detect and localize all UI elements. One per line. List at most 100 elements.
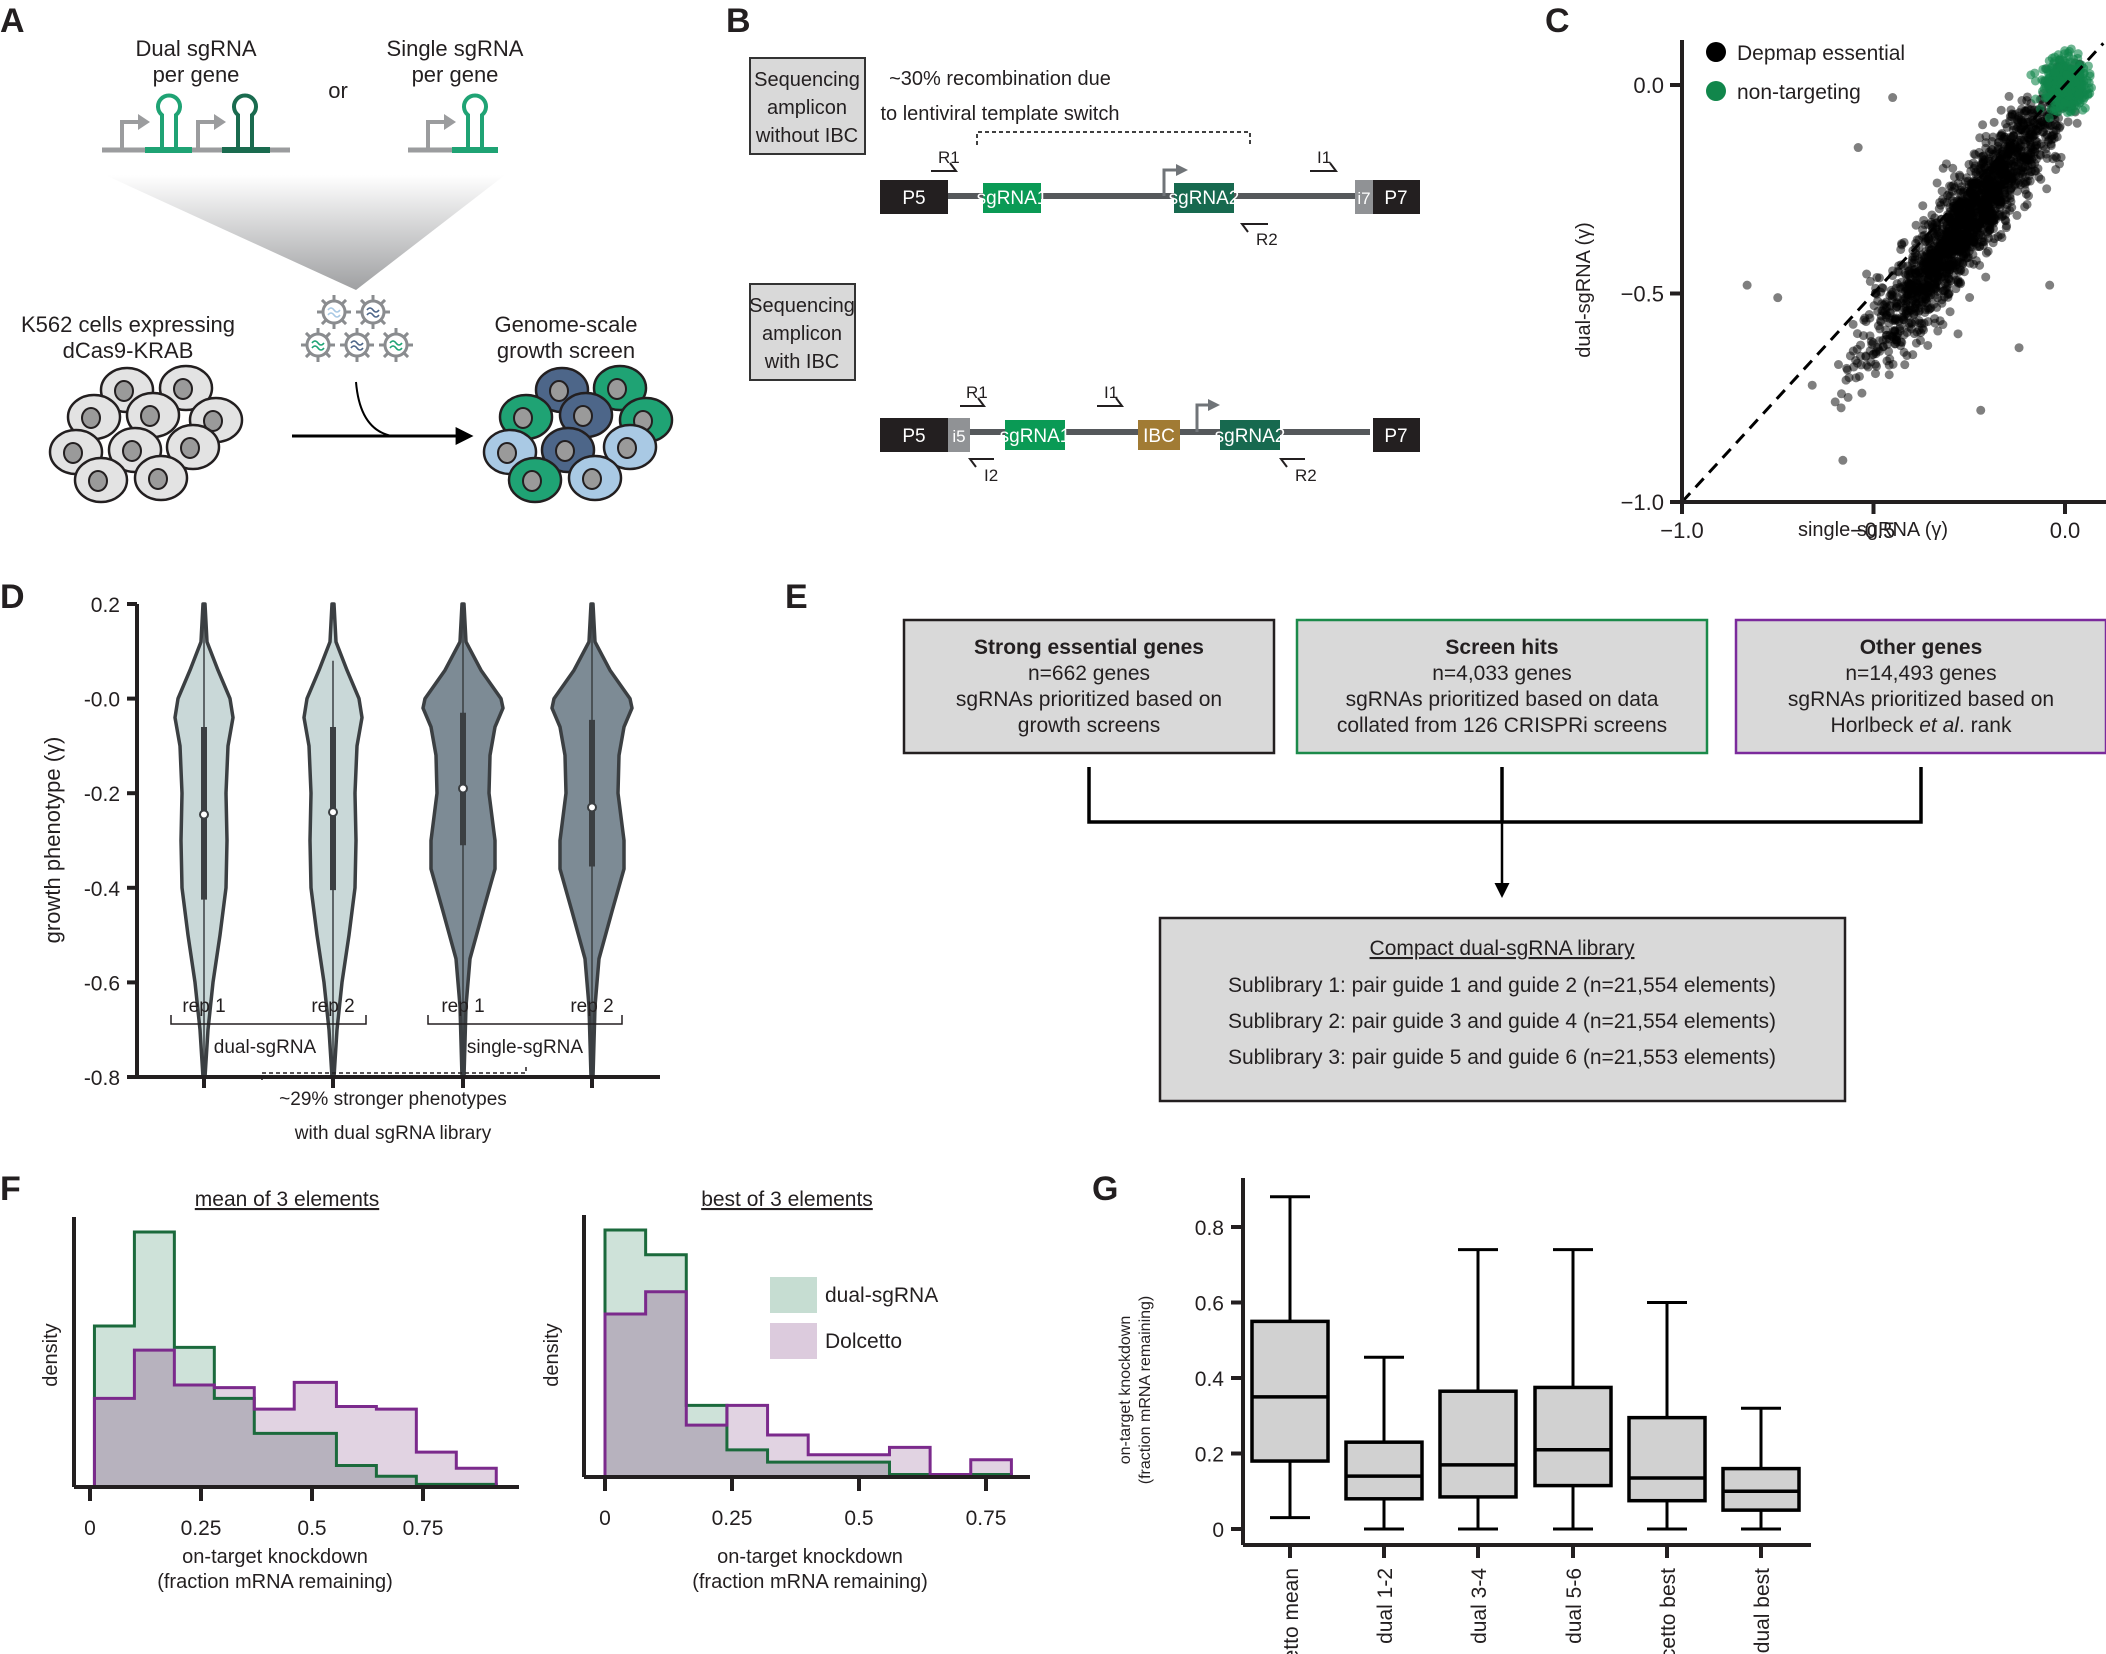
- ibc-block: [1138, 420, 1180, 450]
- single-sgrna-title-line1: Single sgRNA: [387, 36, 524, 61]
- dual-group-bracket: [170, 1015, 367, 1025]
- scatter-point-depmap: [1945, 307, 1955, 317]
- scatter-point-depmap: [2022, 176, 2032, 186]
- histogram-fill-dual: [605, 1230, 1012, 1477]
- scatter-point-depmap: [2012, 210, 2022, 220]
- cell-nucleus: [173, 378, 193, 400]
- lentivirus-icons: [301, 295, 413, 362]
- cell-nucleus: [63, 442, 83, 464]
- scatter-point-depmap: [1888, 326, 1898, 336]
- scatter-point-depmap: [1925, 263, 1935, 273]
- scatter-point-depmap: [1884, 370, 1894, 380]
- scatter-point-depmap: [1960, 194, 1970, 204]
- scatter-point-depmap: [1942, 251, 1952, 261]
- x-tick-label: −0.5: [1852, 518, 1895, 543]
- single-sgrna-construct-icon: [408, 93, 498, 153]
- histogram-outline-dolcetto: [92, 1348, 498, 1487]
- scatter-point-depmap: [1885, 301, 1895, 311]
- scatter-point-depmap: [1937, 234, 1947, 244]
- screened-cells-icon: [482, 364, 674, 504]
- scatter-point-depmap: [2056, 152, 2066, 162]
- scatter-point-depmap: [1876, 317, 1886, 327]
- violin-median-marker: [458, 783, 468, 794]
- r2-primer-label: R2: [1256, 230, 1278, 249]
- scatter-point-depmap: [1942, 282, 1952, 292]
- sgrna2-label: sgRNA2: [1169, 188, 1240, 209]
- i1-primer-icon: [1310, 162, 1338, 172]
- x-tick-label: rep 1: [182, 996, 225, 1017]
- scatter-point-depmap: [1961, 245, 1971, 255]
- y-tick-label: -0.2: [84, 783, 120, 806]
- scatter-point-depmap: [1978, 120, 1988, 130]
- scatter-point-non-targeting: [2044, 113, 2054, 123]
- scatter-point-depmap: [1869, 301, 1879, 311]
- scatter-point-depmap: [1773, 293, 1783, 303]
- y-tick-label: −1.0: [1621, 490, 1664, 515]
- scatter-point-depmap: [1955, 170, 1965, 180]
- i7-label: i7: [1357, 189, 1370, 208]
- i2-primer-icon: [968, 458, 994, 468]
- legend-swatch-dual: [770, 1277, 817, 1313]
- cell-nucleus: [582, 468, 602, 490]
- scatter-point-depmap: [1966, 199, 1976, 209]
- p5-adapter: [880, 418, 948, 452]
- y-tick-label: −0.5: [1621, 282, 1664, 307]
- r2-primer-icon: [1240, 223, 1268, 233]
- p7-label: P7: [1384, 188, 1407, 209]
- sublibrary-3: Sublibrary 3: pair guide 5 and guide 6 (…: [1228, 1046, 1776, 1069]
- y-axis-label-line1: on-target knockdown: [1117, 1316, 1134, 1465]
- scatter-point-depmap: [1993, 175, 2003, 185]
- scatter-point-depmap: [1853, 143, 1863, 153]
- scatter-point-depmap: [1933, 326, 1943, 336]
- citation-et-al: et al: [1919, 714, 1960, 737]
- citation-author: Horlbeck: [1831, 714, 1920, 737]
- panel-label-d: D: [0, 578, 25, 616]
- r1-primer-label: R1: [966, 383, 988, 402]
- scatter-point-depmap: [1932, 178, 1942, 188]
- violin-median-marker: [328, 807, 338, 818]
- or-text: or: [328, 78, 348, 103]
- amplicon2-label-line1: Sequencing: [749, 295, 855, 317]
- amplicon2-label-line3: with IBC: [764, 351, 839, 373]
- x-tick-label: dual 5-6: [1563, 1568, 1586, 1644]
- scatter-point-depmap: [1844, 373, 1854, 383]
- cell-nucleus: [555, 440, 575, 462]
- virus-capsid: [383, 332, 409, 358]
- x-tick-label: 0.25: [181, 1517, 222, 1540]
- cells-label-line2: dCas9-KRAB: [63, 338, 194, 363]
- cell-nucleus: [180, 437, 200, 459]
- scatter-point-depmap: [2007, 203, 2017, 213]
- scatter-point-depmap: [2016, 146, 2026, 156]
- scatter-point-depmap: [2038, 127, 2048, 137]
- histogram-mean-ylabel: density: [40, 1323, 62, 1386]
- scatter-legend: Depmap essential non-targeting: [1706, 42, 1905, 104]
- virus-capsid: [360, 299, 386, 325]
- r2-primer-icon: [1279, 458, 1305, 468]
- category-title: Screen hits: [1445, 636, 1558, 659]
- histogram-mean-xlabel-line2: (fraction mRNA remaining): [157, 1571, 393, 1593]
- scatter-point-depmap: [1881, 334, 1891, 344]
- scatter-point-depmap: [1954, 210, 1964, 220]
- cell-nucleus: [81, 407, 101, 429]
- scatter-point-depmap: [1885, 354, 1895, 364]
- scatter-point-depmap: [1906, 305, 1916, 315]
- scatter-point-depmap: [1929, 299, 1939, 309]
- recombination-note-line2: to lentiviral template switch: [881, 103, 1120, 125]
- scatter-point-depmap: [1986, 182, 1996, 192]
- scatter-point-depmap: [2028, 122, 2038, 132]
- x-tick-label: 0: [599, 1507, 611, 1530]
- scatter-point-depmap: [1983, 233, 1993, 243]
- virus-genome: [366, 307, 380, 318]
- scatter-point-depmap: [1900, 360, 1910, 370]
- scatter-point-depmap: [1935, 197, 1945, 207]
- scatter-point-depmap: [2032, 140, 2042, 150]
- single-sgrna-title-line2: per gene: [412, 62, 499, 87]
- scatter-point-depmap: [1921, 294, 1931, 304]
- scatter-point-depmap: [1889, 334, 1899, 344]
- i1-primer-icon: [1097, 397, 1124, 407]
- scatter-point-depmap: [1948, 163, 1958, 173]
- x-tick-label: rep 2: [570, 996, 613, 1017]
